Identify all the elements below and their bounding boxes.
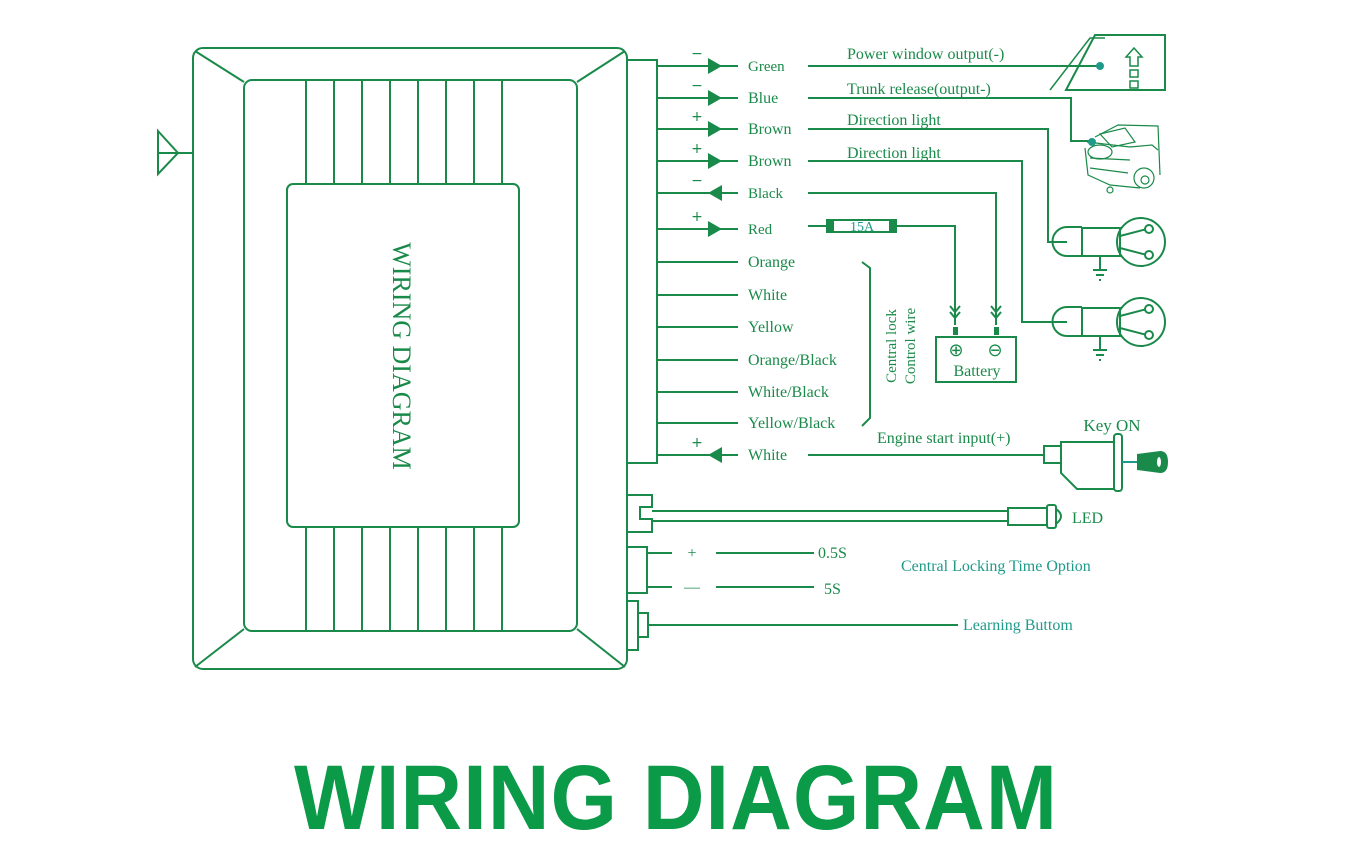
target-label-direction-light-2: Direction light: [847, 145, 941, 162]
battery-icon: ⊕ ⊖ Battery: [935, 305, 1017, 383]
wire-color-label: Green: [748, 59, 785, 75]
wire-8: White: [657, 287, 787, 304]
time-option-title: Central Locking Time Option: [901, 558, 1091, 575]
wire-11: White/Black: [657, 384, 829, 401]
target-label-direction-light-1: Direction light: [847, 112, 941, 129]
wire-color-label: Black: [748, 186, 783, 202]
polarity-symbol: +: [691, 141, 703, 157]
wire-1: − Green: [657, 46, 785, 75]
wire-color-label: Brown: [748, 121, 792, 138]
wire-color-label: White: [748, 287, 787, 304]
wire-9: Yellow: [657, 319, 794, 336]
fuse-rating: 15A: [850, 220, 875, 235]
wire-color-label: Yellow/Black: [748, 415, 835, 432]
ignition-switch-icon: [1043, 433, 1137, 492]
arrow-out-icon: [708, 121, 722, 137]
polarity-symbol: −: [691, 78, 703, 94]
target-label-engine-start: Engine start input(+): [877, 430, 1010, 447]
wire-color-label: Orange: [748, 254, 795, 271]
battery-plus-symbol: ⊕: [948, 340, 963, 361]
wire-color-label: White/Black: [748, 384, 829, 401]
wire-3: + Brown: [657, 109, 792, 138]
arrow-out-icon: [708, 58, 722, 74]
learning-button-label: Learning Buttom: [963, 617, 1073, 634]
polarity-symbol: −: [691, 46, 703, 62]
wire-color-label: Orange/Black: [748, 352, 837, 369]
wire-color-label: Yellow: [748, 319, 794, 336]
time-option-minus-value: 5S: [824, 581, 841, 598]
led-icon: [1007, 504, 1062, 529]
module-label-panel: [286, 183, 520, 528]
time-option-minus-symbol: —: [683, 579, 701, 596]
wire-color-label: White: [748, 447, 787, 464]
direction-light-2-icon: [1051, 297, 1166, 361]
battery-minus-symbol: ⊖: [987, 340, 1002, 361]
time-option-plus-symbol: +: [687, 545, 696, 562]
wire-12: Yellow/Black: [657, 415, 835, 432]
time-option-plus-value: 0.5S: [818, 545, 847, 562]
footer-title: WIRING DIAGRAM: [294, 747, 1058, 849]
main-connector: [626, 59, 658, 464]
wire-6: + Red: [657, 209, 773, 238]
central-lock-brace: [861, 261, 871, 427]
antenna-icon: [157, 128, 193, 177]
led-label: LED: [1072, 510, 1103, 527]
wire-color-label: Red: [748, 222, 773, 238]
polarity-symbol: +: [691, 435, 703, 451]
wire-color-label: Brown: [748, 153, 792, 170]
wire-13: + White: [657, 435, 787, 464]
direction-light-1-icon: [1051, 217, 1166, 281]
module-bottom-ribs: [305, 527, 503, 631]
arrow-out-icon: [708, 221, 722, 237]
wire-color-label: Blue: [748, 90, 778, 107]
wire-4: + Brown: [657, 141, 792, 170]
module-inner-frame: [243, 79, 578, 632]
led-connector: [627, 494, 653, 533]
time-option-jumper: [626, 546, 648, 594]
target-label-trunk: Trunk release(output-): [847, 81, 991, 98]
fuse-icon: 15A: [826, 219, 897, 235]
target-label-power-window: Power window output(-): [847, 46, 1004, 63]
arrow-in-icon: [708, 447, 722, 463]
polarity-symbol: −: [691, 173, 703, 189]
module-label: WIRING DIAGRAM: [387, 242, 416, 469]
wire-10: Orange/Black: [657, 352, 837, 369]
polarity-symbol: +: [691, 209, 703, 225]
central-lock-label-line2: Control wire: [903, 308, 919, 385]
key-icon: [1137, 451, 1168, 473]
key-on-label: Key ON: [1083, 416, 1140, 435]
car-trunk-icon: [1084, 124, 1161, 194]
power-window-icon: [1049, 34, 1166, 91]
arrow-out-icon: [708, 153, 722, 169]
learning-button[interactable]: [637, 612, 649, 638]
wire-5: − Black: [657, 173, 783, 202]
wire-2: − Blue: [657, 78, 778, 107]
module-top-ribs: [305, 80, 503, 184]
wire-7: Orange: [657, 254, 795, 271]
arrow-in-icon: [708, 185, 722, 201]
polarity-symbol: +: [691, 109, 703, 125]
learning-button-housing: [626, 600, 639, 651]
battery-label: Battery: [953, 363, 1000, 380]
central-lock-label-line1: Central lock: [884, 309, 900, 383]
arrow-out-icon: [708, 90, 722, 106]
